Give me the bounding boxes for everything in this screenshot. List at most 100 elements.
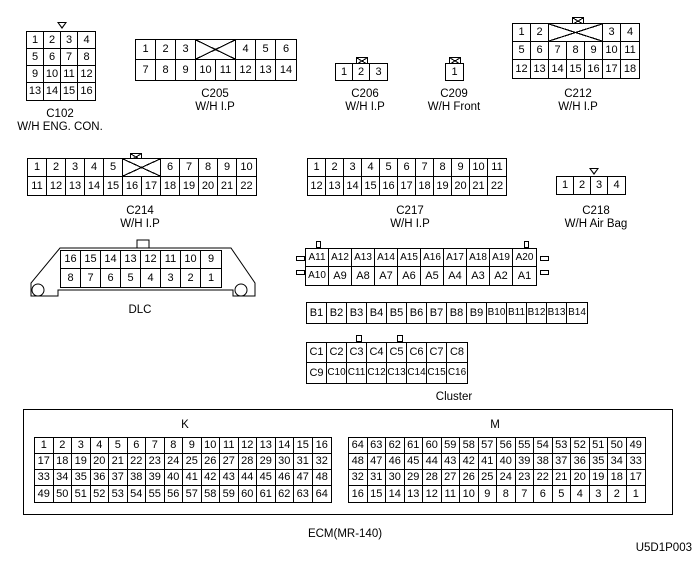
pin-cell: 18 (416, 177, 434, 195)
pin-cell: A7 (375, 267, 398, 285)
pin-cell: 25 (478, 470, 497, 486)
pin-cell: B7 (427, 303, 447, 323)
pin-cell: 58 (460, 438, 479, 454)
pin-cell: C15 (427, 363, 447, 383)
pin-cell: 39 (146, 470, 165, 486)
connector-name: C214 (126, 205, 154, 217)
pin-cell: 11 (220, 438, 239, 454)
pin-cell: 11 (621, 42, 639, 60)
pin-cell: 4 (571, 486, 590, 502)
pin-cell: 8 (497, 486, 516, 502)
pin-cell: 13 (121, 251, 141, 269)
pin-cell: 27 (220, 454, 239, 470)
pin-cell: 7 (180, 159, 199, 177)
pin-cell: 3 (72, 438, 91, 454)
pin-cell: 14 (549, 60, 567, 78)
pin-cell: B14 (568, 307, 586, 318)
pin-cell: 51 (72, 486, 91, 502)
pin-cell: 4 (141, 269, 161, 287)
pin-cell: 61 (404, 438, 423, 454)
pin-cell: A13 (352, 249, 375, 267)
pin-cell: 37 (552, 454, 571, 470)
pin-cell: 48 (349, 454, 368, 470)
connector-harness: W/H I.P (195, 101, 235, 113)
pin-cell: 22 (127, 454, 146, 470)
pin-cell: B8 (447, 303, 467, 323)
pin-cell: 18 (608, 470, 627, 486)
pin-cell: 60 (423, 438, 442, 454)
pin-cell: 19 (180, 177, 199, 195)
pin-cell: 5 (256, 40, 276, 60)
pin-cell: 63 (367, 438, 386, 454)
connector-harness: W/H Air Bag (564, 218, 628, 230)
pin-cell: A9 (329, 267, 352, 285)
pin-cell: 5 (104, 159, 123, 177)
pin-cell: 20 (90, 454, 109, 470)
connector-harness: W/H ENG. CON. (17, 121, 103, 133)
pin-cell: 7 (516, 486, 534, 502)
pin-cell: 15 (567, 60, 585, 78)
pin-cell: 2 (574, 177, 591, 194)
pin-cell: 54 (128, 486, 146, 502)
pin-cell: A18 (467, 249, 490, 267)
pin-cell: 12 (47, 177, 66, 195)
pin-cell: 14 (275, 438, 294, 454)
pin-cell: A19 (490, 249, 513, 267)
pin-cell: 28 (238, 454, 257, 470)
pin-cell: 12 (513, 60, 531, 78)
pin-cell: 15 (81, 251, 101, 269)
pin-cell: 29 (257, 454, 276, 470)
pin-cell: 5 (513, 42, 531, 60)
pin-cell: 9 (585, 42, 603, 60)
pin-cell: 4 (85, 159, 104, 177)
pin-cell: 10 (237, 159, 256, 177)
pin-cell: 36 (90, 470, 109, 486)
pin-cell: 33 (626, 454, 645, 470)
pin-cell: 43 (441, 454, 460, 470)
pin-cell: 8 (434, 159, 452, 177)
pin-cell: 9 (183, 438, 202, 454)
pin-cell: 17 (603, 60, 621, 78)
pin-cell: 60 (239, 486, 257, 502)
pin-cell: 6 (101, 269, 121, 287)
pin-cell: A12 (329, 249, 352, 267)
connector-name: C209 (440, 88, 468, 100)
pin-cell: 44 (423, 454, 442, 470)
pin-cell: 52 (571, 438, 590, 454)
pin-cell: 58 (202, 486, 220, 502)
pin-cell: 7 (549, 42, 567, 60)
pin-cell: 35 (72, 470, 91, 486)
pin-cell: 4 (90, 438, 109, 454)
pin-cell: 20 (452, 177, 470, 195)
key-triangle-icon (589, 168, 599, 175)
pin-cell: 7 (416, 159, 434, 177)
pin-cell: 55 (146, 486, 165, 502)
pin-cell: 6 (534, 486, 553, 502)
pin-cell: 44 (238, 470, 257, 486)
pin-cell: 20 (199, 177, 218, 195)
pin-cell: 64 (315, 487, 328, 500)
pin-cell: 21 (470, 177, 488, 195)
pin-cell: 42 (460, 454, 479, 470)
pin-cell: 3 (590, 486, 608, 502)
pin-cell: 11 (28, 177, 47, 195)
pin-cell: 16 (349, 486, 368, 502)
pin-cell: B12 (527, 303, 547, 323)
pin-cell: 36 (571, 454, 590, 470)
pin-cell: A5 (421, 267, 444, 285)
pin-cell: 64 (349, 438, 368, 454)
pin-cell: 21 (218, 177, 237, 195)
pin-cell: 17 (398, 177, 416, 195)
pin-cell: 10 (196, 60, 216, 80)
tab (316, 241, 321, 248)
pin-cell: 6 (161, 159, 180, 177)
pin-cell: 7 (61, 49, 78, 66)
pin-cell: 11 (488, 159, 506, 177)
pin-cell: 10 (603, 42, 621, 60)
pin-cell: 32 (312, 454, 331, 470)
